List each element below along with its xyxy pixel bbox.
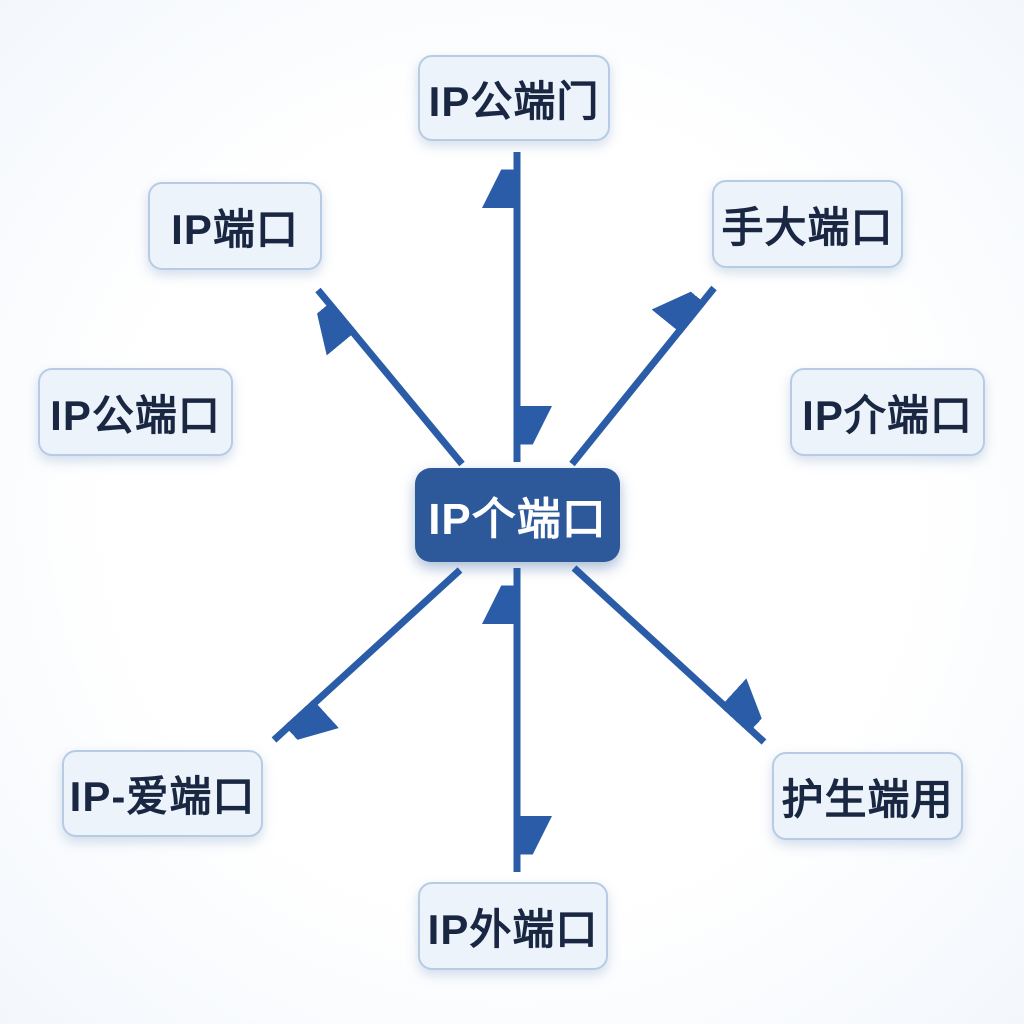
node-bottom-center-label: IP外端口: [427, 905, 599, 953]
node-bottom-left-label: IP-爱端口: [69, 773, 256, 820]
node-top-left-label: IP端口: [171, 205, 299, 253]
arrow-center-to-top-left: [318, 287, 465, 467]
node-bottom-right-label: 护生端用: [781, 775, 954, 823]
arrow-center-to-bottom-left: [271, 567, 463, 740]
node-top-center-label: IP公端门: [428, 77, 600, 125]
node-mid-right-label: IP介端口: [802, 391, 973, 439]
node-top-left: IP端口: [148, 182, 322, 270]
arrow-center-to-bottom-right: [571, 565, 764, 745]
node-mid-left: IP公端口: [38, 368, 233, 456]
node-mid-right: IP介端口: [790, 368, 985, 456]
node-top-right-label: 手大端口: [721, 203, 894, 251]
node-bottom-right: 护生端用: [772, 752, 963, 840]
node-center-hub: IP个端口: [415, 468, 620, 562]
node-bottom-center: IP外端口: [418, 882, 608, 970]
node-top-center: IP公端门: [418, 55, 610, 141]
node-top-right: 手大端口: [712, 180, 903, 268]
node-center-hub-label: IP个端口: [428, 495, 607, 544]
node-bottom-left: IP-爱端口: [62, 750, 263, 837]
arrow-center-to-top-right: [569, 288, 717, 467]
node-mid-left-label: IP公端口: [50, 391, 221, 439]
